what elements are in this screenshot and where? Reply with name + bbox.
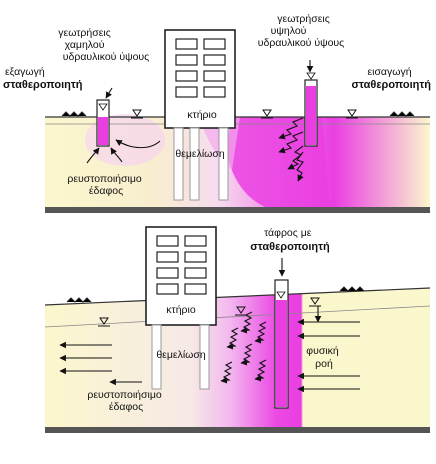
bottom-building-label: κτήριο xyxy=(166,304,196,316)
top-flow-arrows xyxy=(86,60,314,182)
bottom-base-layer xyxy=(45,427,430,433)
top-base-layer xyxy=(45,207,430,213)
bottom-water-table xyxy=(44,305,431,328)
top-foundation-label: θεμελίωση xyxy=(175,148,225,160)
grass-hatch-icon xyxy=(66,286,365,303)
bottom-left-flow-arrows xyxy=(59,341,142,386)
bottom-panel: τάφρος με σταθεροποιητή κτήριο θεμελίωση… xyxy=(44,223,431,433)
low-wells-label: γεωτρήσεις χαμηλού υδραυλικού ύψους xyxy=(58,27,149,63)
bottom-ground-surface xyxy=(44,287,431,306)
bottom-liquefiable-label: ρευστοποιήσιμο έδαφος xyxy=(87,389,164,413)
top-building xyxy=(164,29,236,201)
top-low-well xyxy=(96,99,110,147)
injection-label: εισαγωγή σταθεροποιητή xyxy=(351,62,431,91)
trench-label: τάφρος με σταθεροποιητή xyxy=(250,223,330,253)
grass-hatch-icon xyxy=(61,111,415,117)
bottom-building xyxy=(145,226,217,390)
high-wells-label: γεωτρήσεις υψηλού υδραυλικού ύψους xyxy=(258,13,344,49)
bottom-right-flow-arrows xyxy=(278,258,360,393)
bottom-trench xyxy=(274,279,289,409)
top-panel: γεωτρήσεις χαμηλού υδραυλικού ύψους γεωτ… xyxy=(3,13,431,213)
extraction-label: εξαγωγή σταθεροποιητή xyxy=(3,62,83,91)
top-stabilized-zone xyxy=(226,117,330,209)
top-high-well xyxy=(304,72,318,147)
bottom-soil xyxy=(45,288,430,428)
top-building-label: κτήριο xyxy=(187,109,217,121)
water-level-icon xyxy=(131,109,358,119)
natural-flow-label: φυσική ροή xyxy=(306,345,341,370)
top-liquefiable-label: ρευστοποιήσιμο έδαφος xyxy=(67,173,144,197)
bottom-squiggle-arrows xyxy=(220,311,267,384)
bottom-foundation-label: θεμελίωση xyxy=(156,349,206,361)
